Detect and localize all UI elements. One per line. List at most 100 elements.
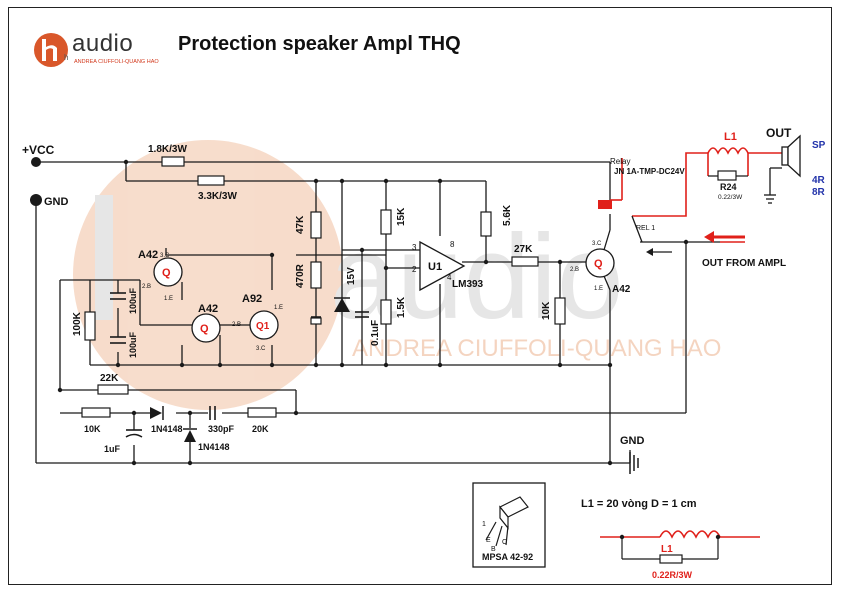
- label-1uf: 1uF: [104, 444, 121, 454]
- watermark: audio ANDREA CIUFFOLI-QUANG HAO: [73, 140, 721, 410]
- q-top-b: 2.B: [142, 284, 151, 290]
- resistor-470r: [310, 261, 322, 289]
- label-47k: 47K: [295, 215, 306, 234]
- logo-text: audio: [72, 30, 134, 57]
- label-100k: 100K: [72, 311, 83, 336]
- transistor-a42-mid: [191, 313, 221, 343]
- coil-note-r: 0.22R/3W: [652, 570, 693, 580]
- relay-contact: [631, 215, 643, 243]
- watermark-text: audio: [330, 210, 624, 344]
- signal-arrow-icon: [646, 248, 672, 256]
- label-10k-in: 10K: [84, 424, 101, 434]
- resistor-5k6: [480, 211, 492, 237]
- q-relay-letter: Q: [594, 258, 603, 270]
- label-470r: 470R: [295, 263, 306, 288]
- coil-note-diagram: [600, 530, 760, 560]
- vcc-label: +VCC: [22, 143, 55, 157]
- watermark-circle: [73, 140, 343, 410]
- logo-mark: h: [34, 33, 68, 67]
- q-a92-b: 2.B: [232, 322, 241, 328]
- label-pin2: 2: [412, 265, 417, 274]
- q-a92-c: 3.C: [256, 346, 266, 352]
- coil-note-text: L1 = 20 vòng D = 1 cm: [581, 498, 697, 510]
- label-u1: U1: [428, 261, 442, 273]
- label-27k: 27K: [514, 244, 533, 255]
- transistor-a42-top: [153, 257, 183, 287]
- resistor-15k: [380, 209, 392, 235]
- pinout-b: B: [491, 546, 496, 553]
- label-q-a92: A92: [242, 293, 262, 305]
- resistor-100k: [84, 311, 96, 341]
- label-r24-value: 0.22/3W: [718, 194, 743, 201]
- inductor-l1: [707, 147, 749, 155]
- resistor-10k-base: [554, 297, 566, 325]
- logo-mark-letter: h: [64, 53, 68, 62]
- label-3k3: 3.3K/3W: [198, 191, 237, 202]
- to92-icon: [485, 496, 529, 547]
- label-100uf-1: 100uF: [128, 287, 138, 314]
- resistor-1k8: [161, 156, 185, 167]
- label-pin4: 4: [447, 273, 452, 282]
- relay-part: JN 1A-TMP-DC24V: [614, 167, 685, 176]
- pinout-c: C: [502, 539, 507, 546]
- transistors: [153, 248, 615, 343]
- label-22k: 22K: [100, 373, 119, 384]
- label-5k6: 5.6K: [502, 204, 513, 226]
- resistor-3k3: [197, 175, 225, 186]
- label-pin3: 3: [412, 243, 417, 252]
- watermark-subtitle: ANDREA CIUFFOLI-QUANG HAO: [352, 335, 721, 362]
- label-r24: R24: [720, 182, 737, 192]
- label-q-top: A42: [138, 249, 158, 261]
- transistor-a92: [249, 310, 279, 340]
- speaker-icon: [764, 134, 801, 204]
- capacitors: [110, 292, 369, 438]
- label-15k: 15K: [396, 207, 407, 226]
- label-d1: 1N4148: [151, 424, 183, 434]
- gnd-label-right: GND: [620, 435, 645, 447]
- resistor-10k-in: [81, 407, 111, 418]
- label-330pf: 330pF: [208, 424, 235, 434]
- q-top-c: 3.C: [160, 253, 170, 259]
- junctions: [30, 157, 689, 466]
- resistor-22k: [97, 384, 129, 395]
- resistor-1k5: [380, 299, 392, 325]
- pinout-e: E: [486, 537, 491, 544]
- sp-label: SP: [812, 140, 826, 151]
- label-zener: 15V: [346, 267, 357, 285]
- resistors: [81, 156, 566, 418]
- transistor-a42-relay: [585, 248, 615, 278]
- relay-title: Relay: [610, 157, 630, 166]
- coil-note-resistor: [659, 554, 683, 564]
- label-1k5: 1.5K: [396, 296, 407, 318]
- q-relay-c: 3.C: [592, 241, 602, 247]
- label-pin8: 8: [450, 240, 455, 249]
- zener-diode: [334, 297, 350, 312]
- from-ampl-label: OUT FROM AMPL: [702, 258, 786, 269]
- diode-d2: [183, 428, 197, 442]
- q-relay-e: 1.E: [594, 286, 603, 292]
- pinout-part: MPSA 42-92: [482, 552, 533, 562]
- resistor-r24: [717, 170, 737, 181]
- q-mid-letter: Q: [200, 323, 209, 335]
- label-0-1uf: 0.1uF: [370, 320, 381, 346]
- out-label: OUT: [766, 126, 792, 140]
- ground-icon: [629, 452, 639, 474]
- logo-subtitle: ANDREA CIUFFOLI-QUANG HAO: [74, 59, 159, 65]
- resistor-27k: [511, 256, 539, 267]
- label-10k-base: 10K: [541, 301, 552, 320]
- label-q-relay: A42: [612, 284, 631, 295]
- page-title: Protection speaker Ampl THQ: [178, 33, 461, 55]
- label-100uf-2: 100uF: [128, 331, 138, 358]
- input-arrow-icon: [704, 231, 745, 243]
- label-1k8: 1.8K/3W: [148, 144, 187, 155]
- l1-label: L1: [724, 131, 737, 143]
- q-top-letter: Q: [162, 267, 171, 279]
- gnd-label-left: GND: [44, 196, 69, 208]
- label-q-mid: A42: [198, 303, 218, 315]
- opamp-u1: [419, 240, 466, 292]
- pinout-pin1: 1: [482, 521, 486, 528]
- coil-note-l1: L1: [661, 544, 673, 555]
- output-path: [610, 152, 782, 243]
- relay-contact-label: REL 1: [636, 225, 655, 232]
